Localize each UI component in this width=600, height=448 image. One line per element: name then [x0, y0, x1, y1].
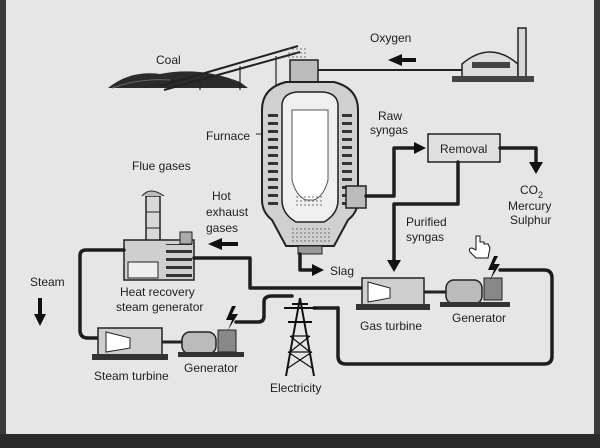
hrsg-label-2: steam generator	[116, 300, 203, 314]
svg-text:CO2: CO2	[520, 183, 543, 200]
byproduct-arrow	[529, 162, 543, 174]
purified-syngas-label-2: syngas	[406, 230, 444, 244]
gas-turbine-icon	[356, 277, 446, 310]
hrsg-icon	[123, 231, 195, 281]
gas-turbine-label: Gas turbine	[360, 319, 422, 333]
slag-label: Slag	[330, 264, 354, 278]
oxygen-plant-icon	[452, 27, 534, 82]
electricity-label: Electricity	[270, 381, 321, 395]
cursor-hand-icon	[468, 235, 491, 259]
conveyor-icon	[159, 45, 308, 91]
exhaust-arrow	[208, 238, 238, 250]
steam-arrow	[34, 298, 46, 326]
generator-left-label: Generator	[184, 361, 238, 375]
removal-box	[427, 133, 501, 163]
raw-syngas-label-2: syngas	[370, 123, 408, 137]
hrsg-label-1: Heat recovery	[120, 285, 195, 299]
hot-exhaust-label-1: Hot	[212, 189, 231, 203]
co2-subscript: 2	[538, 190, 543, 200]
slag-arrow	[312, 264, 324, 276]
sulphur-label: Sulphur	[510, 213, 551, 227]
removal-label: Removal	[440, 142, 487, 156]
pylon-icon	[284, 297, 316, 377]
co2-label: CO	[520, 183, 538, 197]
generator-right-label: Generator	[452, 311, 506, 325]
purified-syngas-label-1: Purified	[406, 215, 447, 229]
steam-turbine-label: Steam turbine	[94, 369, 169, 383]
generator-right-icon	[440, 256, 510, 307]
coal-label: Coal	[156, 53, 181, 67]
furnace-label: Furnace	[206, 129, 250, 143]
oxygen-arrow	[388, 54, 416, 66]
raw-syngas-label-1: Raw	[378, 109, 402, 123]
oxygen-label: Oxygen	[370, 31, 411, 45]
hot-exhaust-label-3: gases	[206, 221, 238, 235]
mercury-label: Mercury	[508, 199, 551, 213]
steam-turbine-icon	[92, 327, 182, 360]
purified-syngas-arrow	[387, 260, 401, 272]
gasifier-icon	[261, 59, 359, 255]
flue-gases-label: Flue gases	[132, 159, 191, 173]
generator-left-icon	[178, 306, 244, 357]
steam-label: Steam	[30, 275, 65, 289]
raw-syngas-arrow	[414, 142, 426, 154]
hot-exhaust-label-2: exhaust	[206, 205, 249, 219]
